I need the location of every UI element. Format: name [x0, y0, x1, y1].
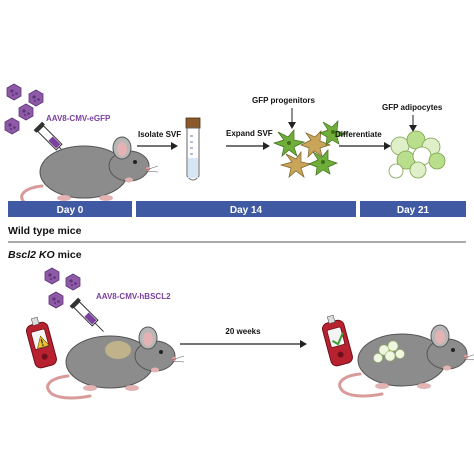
timeline-label-day0: Day 0 — [57, 205, 84, 216]
glucose-meter-icon — [319, 312, 355, 368]
vector-label-egfp: AAV8-CMV-eGFP — [46, 114, 111, 123]
arrow-expand-head — [263, 142, 270, 150]
stage-label-adipocytes: GFP adipocytes — [382, 103, 443, 112]
timeline-bar-day0 — [8, 201, 132, 217]
group-label-wildtype: Wild type mice — [8, 225, 82, 237]
timeline-label-day14: Day 14 — [230, 205, 263, 216]
timeline-label-day21: Day 21 — [397, 205, 430, 216]
progenitor-pointer-head — [288, 122, 296, 129]
adipocyte-pointer-head — [409, 125, 417, 132]
mouse-icon — [46, 325, 186, 400]
arrow-differentiate-head — [384, 142, 391, 150]
mouse-icon — [20, 135, 160, 210]
arrow-isolate-head — [171, 142, 178, 150]
step-label-differentiate: Differentiate — [335, 130, 382, 139]
arrow-duration-head — [300, 340, 307, 348]
stage-label-progenitors: GFP progenitors — [252, 96, 316, 105]
syringe-icon — [69, 297, 109, 337]
cell-icon — [272, 120, 348, 178]
step-label-expand: Expand SVF — [226, 129, 273, 138]
timeline-bar-day14 — [136, 201, 356, 217]
mouse-icon — [338, 323, 474, 398]
warning-icon — [37, 335, 50, 349]
adipocyte-icon — [388, 130, 446, 179]
tube-icon — [185, 117, 201, 181]
vector-label-hbscl2: AAV8-CMV-hBSCL2 — [96, 292, 171, 301]
timeline-bar-day21 — [360, 201, 466, 217]
duration-label: 20 weeks — [225, 327, 261, 336]
checkmark-icon — [332, 332, 344, 346]
step-label-isolate: Isolate SVF — [138, 130, 181, 139]
group-label-bscl2: Bscl2 KO mice — [8, 249, 82, 261]
